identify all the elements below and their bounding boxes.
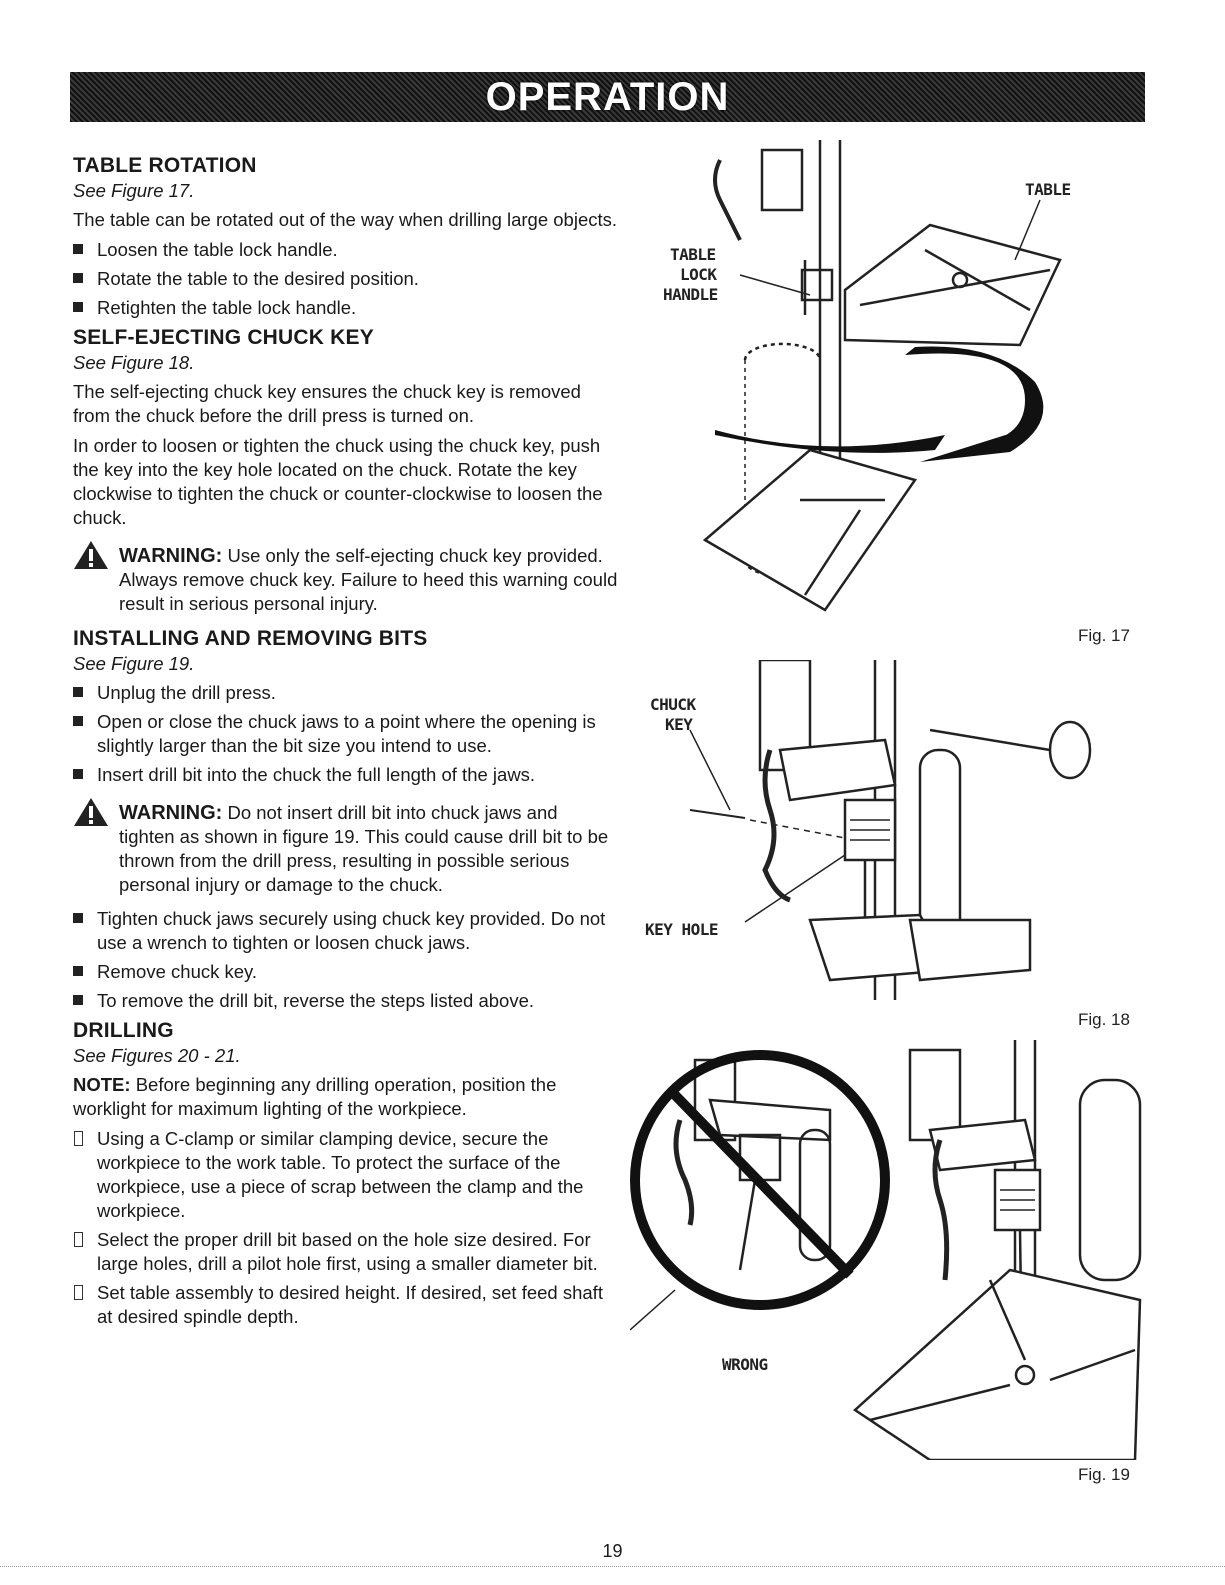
warning-text: Use only the self-ejecting chuck key pro…: [119, 545, 618, 614]
list-item: Open or close the chuck jaws to a point …: [73, 710, 618, 758]
table-rotation-intro: The table can be rotated out of the way …: [73, 209, 618, 230]
callout-table-lock-1: TABLE: [670, 245, 716, 264]
warning-icon: [74, 798, 108, 826]
list-item: Set table assembly to desired height. If…: [73, 1281, 618, 1329]
list-item: Remove chuck key.: [73, 960, 618, 984]
callout-table: TABLE: [1025, 180, 1071, 199]
chuck-key-warning: WARNING: Use only the self-ejecting chuc…: [73, 541, 618, 616]
warning-label: WARNING:: [119, 802, 223, 824]
callout-table-lock-2: LOCK: [680, 265, 717, 284]
table-rotation-section: TABLE ROTATION See Figure 17. The table …: [73, 153, 618, 320]
figure-column: TABLE TABLE LOCK HANDLE Fig. 17 CHUCK K: [630, 140, 1150, 1500]
callout-chuck-2: KEY: [665, 715, 693, 734]
chuck-key-heading: SELF-EJECTING CHUCK KEY: [73, 326, 374, 349]
bits-heading: INSTALLING AND REMOVING BITS: [73, 627, 428, 650]
figure-17-label: Fig. 17: [1078, 626, 1130, 645]
list-item: To remove the drill bit, reverse the ste…: [73, 989, 618, 1013]
footer-divider: [0, 1566, 1225, 1567]
note-text: Before beginning any drilling operation,…: [73, 1074, 557, 1119]
table-rotation-see: See Figure 17.: [73, 180, 195, 201]
chuck-key-see: See Figure 18.: [73, 352, 195, 373]
bits-warning: WARNING: Do not insert drill bit into ch…: [73, 798, 618, 897]
bits-section: INSTALLING AND REMOVING BITS See Figure …: [73, 626, 618, 1013]
note-label: NOTE:: [73, 1074, 131, 1095]
figure-18-label: Fig. 18: [1078, 1010, 1130, 1029]
drilling-steps: Using a C-clamp or similar clamping devi…: [73, 1127, 618, 1329]
table-rotation-steps: Loosen the table lock handle. Rotate the…: [73, 238, 618, 320]
drilling-section: DRILLING See Figures 20 - 21. NOTE: Befo…: [73, 1018, 618, 1329]
callout-key-hole: KEY HOLE: [645, 920, 718, 939]
list-item: Loosen the table lock handle.: [73, 238, 618, 262]
figure-18-illustration: CHUCK KEY KEY HOLE: [645, 660, 1092, 1000]
page-number: 19: [602, 1541, 623, 1561]
figure-19-illustration: WRONG: [630, 1040, 1142, 1460]
bits-steps: Unplug the drill press. Open or close th…: [73, 681, 618, 787]
drilling-see: See Figures 20 - 21.: [73, 1045, 241, 1066]
callout-table-lock-3: HANDLE: [663, 285, 718, 304]
list-item: Retighten the table lock handle.: [73, 296, 618, 320]
list-item: Select the proper drill bit based on the…: [73, 1228, 618, 1276]
list-item: Rotate the table to the desired position…: [73, 267, 618, 291]
section-title: OPERATION: [485, 74, 730, 119]
figure-19-label: Fig. 19: [1078, 1465, 1130, 1484]
list-item: Using a C-clamp or similar clamping devi…: [73, 1127, 618, 1223]
section-banner: OPERATION: [70, 72, 1145, 122]
list-item: Tighten chuck jaws securely using chuck …: [73, 907, 618, 955]
callout-wrong: WRONG: [722, 1355, 768, 1374]
figure-17-illustration: TABLE TABLE LOCK HANDLE: [663, 140, 1071, 612]
warning-icon: [74, 541, 108, 569]
warning-label: WARNING:: [119, 545, 223, 567]
bits-see: See Figure 19.: [73, 653, 195, 674]
table-rotation-heading: TABLE ROTATION: [73, 154, 257, 177]
list-item: Unplug the drill press.: [73, 681, 618, 705]
bits-steps-2: Tighten chuck jaws securely using chuck …: [73, 907, 618, 1013]
text-column: TABLE ROTATION See Figure 17. The table …: [73, 153, 618, 1334]
chuck-key-p2: In order to loosen or tighten the chuck …: [73, 435, 603, 528]
chuck-key-p1: The self-ejecting chuck key ensures the …: [73, 381, 581, 426]
chuck-key-section: SELF-EJECTING CHUCK KEY See Figure 18. T…: [73, 325, 618, 616]
drilling-note: NOTE: Before beginning any drilling oper…: [73, 1073, 618, 1121]
callout-chuck-1: CHUCK: [650, 695, 697, 714]
list-item: Insert drill bit into the chuck the full…: [73, 763, 618, 787]
warning-text: Do not insert drill bit into chuck jaws …: [119, 802, 609, 895]
drilling-heading: DRILLING: [73, 1019, 174, 1042]
